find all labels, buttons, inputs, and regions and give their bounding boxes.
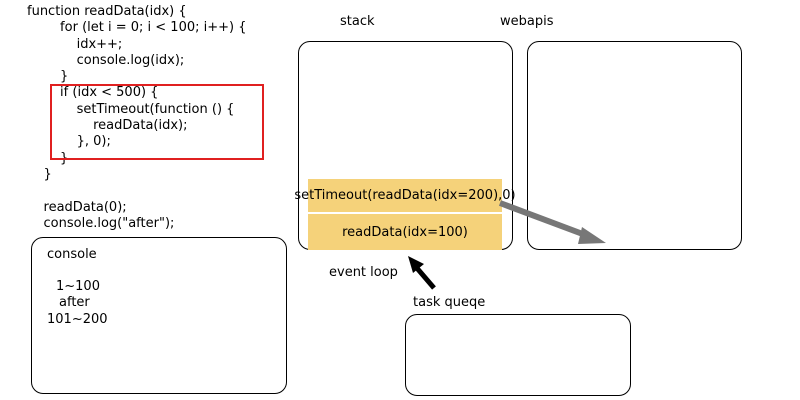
code-line: readData(idx); [27, 118, 188, 134]
event-loop-arrow [408, 256, 436, 290]
code-listing: function readData(idx) { for (let i = 0;… [27, 4, 247, 232]
code-line: } [27, 166, 52, 182]
settimeout-highlight-box [50, 84, 264, 160]
code-line: idx++; [27, 36, 123, 52]
code-line: if (idx < 500) { [27, 85, 159, 101]
code-line: console.log(idx); [27, 52, 185, 68]
stack-title: stack [340, 14, 375, 29]
event-loop-arrow-head [408, 256, 424, 273]
webapis-panel [527, 41, 742, 250]
console-output-line: 1~100 [56, 279, 100, 294]
console-output-line: 101~200 [47, 312, 108, 327]
stack-frame-divider [308, 212, 502, 214]
task-queue-title: task queqe [413, 295, 486, 310]
stack-to-webapis-arrow-shaft [498, 200, 590, 239]
event-loop-label: event loop [329, 265, 398, 280]
code-line: setTimeout(function () { [27, 101, 235, 117]
code-line: } [27, 69, 69, 85]
event-loop-arrow-shaft [414, 265, 436, 290]
code-line: function readData(idx) { [27, 4, 187, 19]
console-panel: console 1~100 after 101~200 [31, 237, 287, 394]
console-title: console [47, 247, 97, 262]
code-line: console.log("after"); [27, 215, 175, 231]
console-output-line: after [59, 295, 90, 310]
code-line: }, 0); [27, 134, 111, 150]
code-line: readData(0); [27, 199, 127, 215]
code-line: for (let i = 0; i < 100; i++) { [27, 20, 247, 36]
webapis-title: webapis [500, 14, 554, 29]
stack-to-webapis-arrow [498, 200, 606, 244]
task-queue-panel [405, 314, 631, 396]
stack-to-webapis-arrow-head [578, 227, 606, 244]
stack-frame-readdata: readData(idx=100) [308, 214, 502, 250]
stack-frame-settimeout: setTimeout(readData(idx=200),0) [294, 179, 516, 212]
